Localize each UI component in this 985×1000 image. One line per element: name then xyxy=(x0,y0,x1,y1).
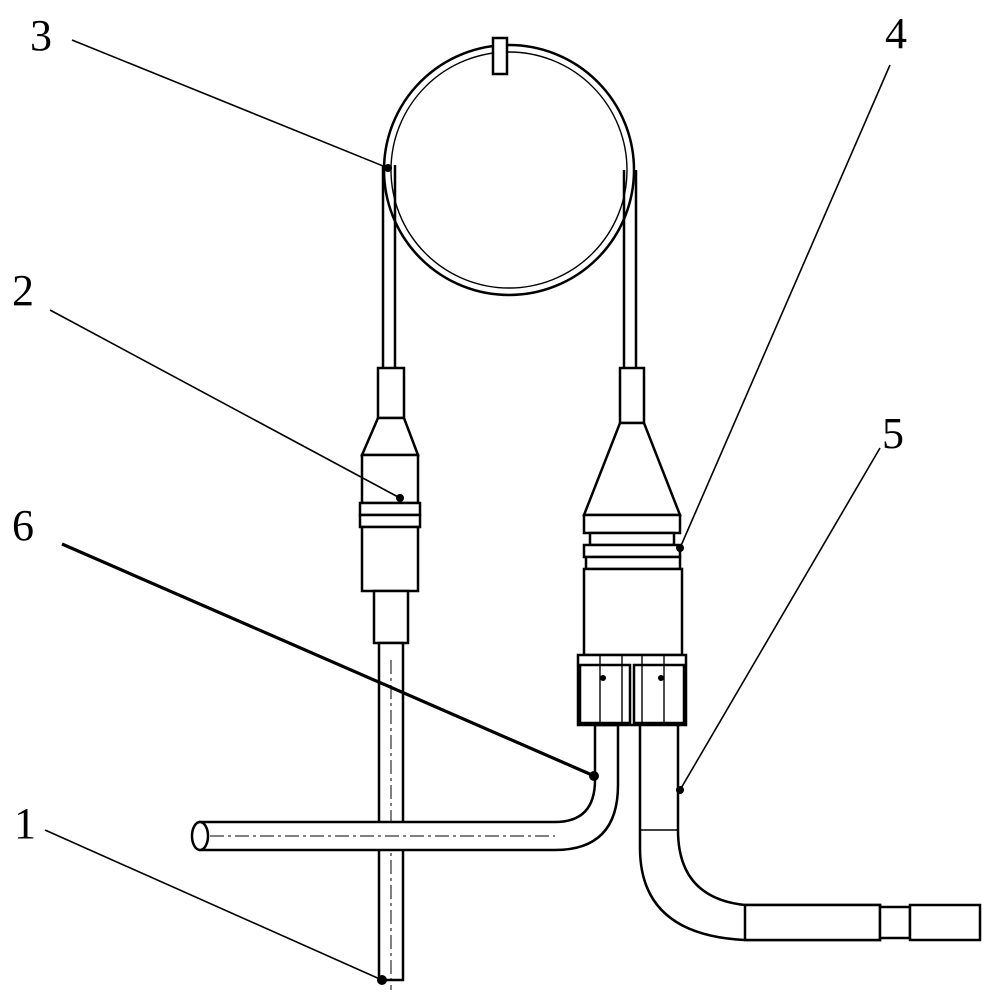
label-3: 3 xyxy=(30,11,52,60)
outlet-tube xyxy=(638,723,982,942)
leader-lines xyxy=(44,39,891,985)
tube-clip xyxy=(491,36,509,76)
leader-4 xyxy=(679,64,891,549)
label-1: 1 xyxy=(14,799,36,848)
leader-3 xyxy=(71,39,389,169)
sensor-assembly xyxy=(358,366,422,990)
label-4: 4 xyxy=(885,9,907,58)
valve-body xyxy=(576,366,688,727)
inlet-tube xyxy=(190,723,620,852)
leader-2 xyxy=(49,309,401,499)
leader-6 xyxy=(61,542,593,777)
label-5: 5 xyxy=(882,409,904,458)
leader-1 xyxy=(44,829,383,981)
capillary-tube xyxy=(381,36,638,370)
label-6: 6 xyxy=(12,501,34,550)
label-2: 2 xyxy=(12,266,34,315)
leader-5 xyxy=(679,447,881,791)
